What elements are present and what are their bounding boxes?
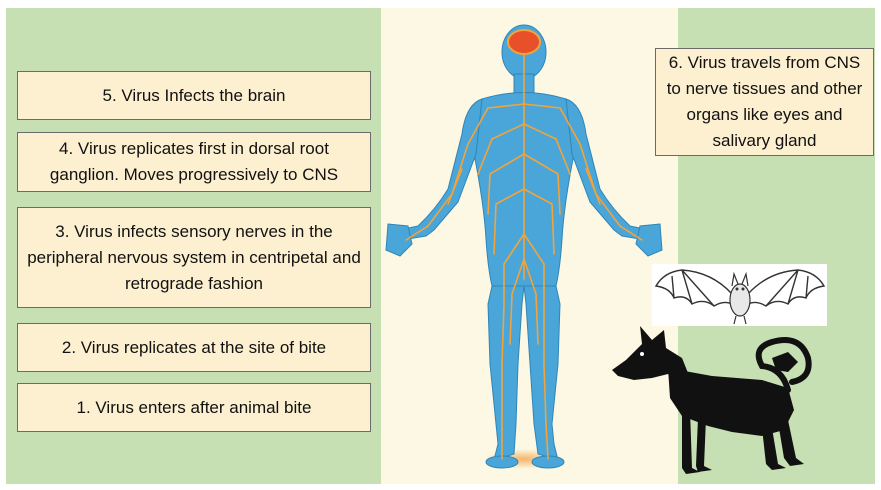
step-1-box: 1. Virus enters after animal bite [17, 383, 371, 432]
bat-icon [652, 264, 827, 326]
step-6-box: 6. Virus travels from CNS to nerve tissu… [655, 48, 874, 156]
dog-icon [612, 318, 832, 478]
step-4-box: 4. Virus replicates first in dorsal root… [17, 132, 371, 192]
step-3-box: 3. Virus infects sensory nerves in the p… [17, 207, 371, 308]
step-5-box: 5. Virus Infects the brain [17, 71, 371, 120]
brain-icon [508, 30, 540, 54]
step-2-box: 2. Virus replicates at the site of bite [17, 323, 371, 372]
